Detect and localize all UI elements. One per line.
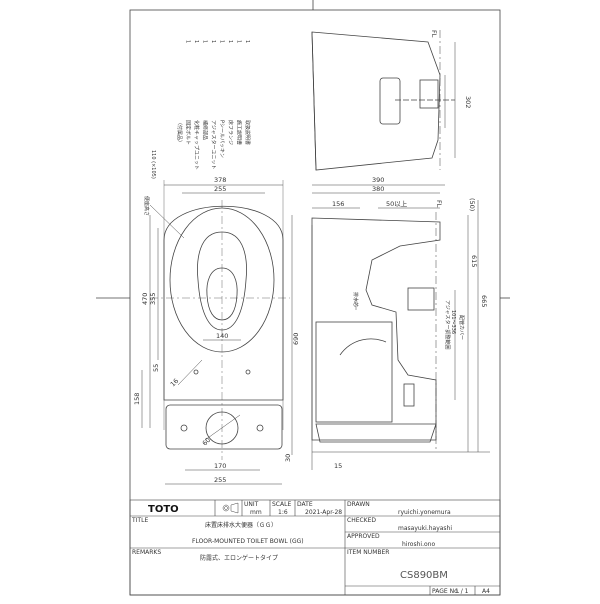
dim-690: 690 xyxy=(292,333,300,345)
side-pipe-fitting xyxy=(403,383,415,407)
side-tank-box xyxy=(315,321,393,423)
bolt-right xyxy=(256,424,264,432)
dim-380: 380 xyxy=(372,185,384,193)
dim-665: 665 xyxy=(480,295,488,307)
dim-55: 55 xyxy=(152,364,160,372)
parts-list-item: 化粧キャップユニット xyxy=(193,120,200,170)
dim-390: 390 xyxy=(372,176,384,184)
adjuster-label: アジャスター調整範囲 xyxy=(444,300,451,350)
dim-158: 158 xyxy=(133,393,141,405)
floor-flange-outline xyxy=(165,404,283,450)
parts-list-item: Pシールパッキン xyxy=(219,120,225,158)
page-label: PAGE No. xyxy=(432,588,460,595)
unit-label: UNIT xyxy=(244,501,259,508)
dim-378: 378 xyxy=(214,176,226,184)
drain-label: 配管カバー xyxy=(458,315,465,340)
dim-60-leader xyxy=(204,414,241,441)
dim-615: 615 xyxy=(470,255,478,267)
item-number-label: ITEM NUMBER xyxy=(347,549,389,556)
tank-view xyxy=(311,30,456,171)
side-trap-curve xyxy=(339,338,387,356)
title-label: TITLE xyxy=(131,517,148,524)
checked-label: CHECKED xyxy=(347,517,376,524)
parts-list-item: 取扱説明書 xyxy=(244,120,251,145)
page-value: 1 / 1 xyxy=(455,588,469,595)
drawn-value: ryuichi.yonemura xyxy=(398,509,451,516)
dim-355: 355 xyxy=(149,293,157,305)
approved-label: APPROVED xyxy=(347,533,380,540)
tank-inlet-fitting xyxy=(379,77,401,125)
dim-50: (50) xyxy=(468,198,476,211)
parts-list-item: アジャスターユニット xyxy=(210,120,217,170)
toto-logo: TOTO xyxy=(148,504,179,515)
dim-50up: 50以上 xyxy=(386,199,408,208)
dim-140: 140 xyxy=(216,332,228,340)
title-jp: 床置床排水大便器（ＧＧ） xyxy=(205,521,277,529)
projection-symbol xyxy=(222,502,239,514)
fix-point-left xyxy=(193,369,199,375)
parts-list: 〈付属品〉固定ボルト 1 化粧キャップユニット 1 補修部品 1 アジャスターユニット 1Pシ… xyxy=(176,40,251,170)
dim-60: 60 xyxy=(201,436,213,448)
fix-point-right xyxy=(245,369,251,375)
parts-list-qty: 1 xyxy=(244,40,250,43)
dim-302: 302 xyxy=(464,96,472,108)
item-number: CS890BM xyxy=(400,570,448,581)
dim-15: 15 xyxy=(334,462,342,470)
tank-valve xyxy=(419,79,439,109)
date-label: DATE xyxy=(297,501,313,508)
plan-view xyxy=(141,180,293,485)
unit-value: mm xyxy=(250,509,262,516)
fl-tank-label: FL xyxy=(430,30,438,38)
bolt-left xyxy=(180,424,188,432)
dim-255-top: 255 xyxy=(214,185,226,193)
title-block-frame xyxy=(129,499,501,596)
dim-16-leader xyxy=(177,359,203,386)
tank-back-edge xyxy=(311,31,317,171)
drain-outlet-circle xyxy=(205,411,239,445)
dim-470: 470 xyxy=(141,293,149,305)
title-block: TOTO UNIT mm SCALE 1:6 DATE 2021-Apr-28 … xyxy=(129,499,501,596)
checked-value: masayuki.hayashi xyxy=(398,525,452,532)
side-valve-box xyxy=(407,287,435,311)
seat-height-value: 110 (×105) xyxy=(150,150,156,179)
sheet-size: A4 xyxy=(482,588,490,595)
date-value: 2021-Apr-28 xyxy=(305,509,342,516)
dim-156: 156 xyxy=(332,200,344,208)
fl-side-label: FL xyxy=(435,200,443,208)
parts-list-qty: 1 xyxy=(210,40,216,43)
parts-list-qty: 1 xyxy=(202,40,208,43)
side-view xyxy=(311,184,490,470)
parts-list-item: 固定ボルト xyxy=(185,120,192,145)
adjuster-value: 101〜336 xyxy=(450,310,456,334)
parts-list-qty: 1 xyxy=(236,40,242,43)
dim-255-bottom: 255 xyxy=(214,476,226,484)
title-en: FLOOR-MOUNTED TOILET BOWL (GG) xyxy=(192,538,304,545)
parts-list-item: 補修部品 xyxy=(202,120,209,140)
remarks-value: 防露式、エロンゲートタイプ xyxy=(200,554,278,562)
side-body-outline xyxy=(311,217,441,441)
dim-30: 30 xyxy=(284,454,292,462)
drawn-label: DRAWN xyxy=(347,501,370,508)
tank-outline xyxy=(311,31,441,171)
seat-height-label: 便座高さ xyxy=(143,196,150,216)
drain-center-note: 排水芯 xyxy=(352,292,359,307)
parts-list-qty: 1 xyxy=(185,40,191,43)
dim-170: 170 xyxy=(214,462,226,470)
bowl-outer-outline xyxy=(163,206,284,401)
dim-16: 16 xyxy=(169,377,181,389)
parts-list-qty: 1 xyxy=(227,40,233,43)
parts-list-qty: 1 xyxy=(193,40,199,43)
parts-list-item: 床フランジ xyxy=(227,120,234,145)
parts-list-item: 施工説明書 xyxy=(236,120,243,145)
scale-label: SCALE xyxy=(272,501,291,508)
parts-list-qty: 1 xyxy=(219,40,225,43)
side-base xyxy=(315,423,437,443)
parts-list-item: 〈付属品〉 xyxy=(176,120,183,145)
seat-height-leader xyxy=(149,204,185,239)
scale-value: 1:6 xyxy=(278,509,288,516)
approved-value: hiroshi.ono xyxy=(402,541,435,548)
remarks-label: REMARKS xyxy=(132,549,161,556)
